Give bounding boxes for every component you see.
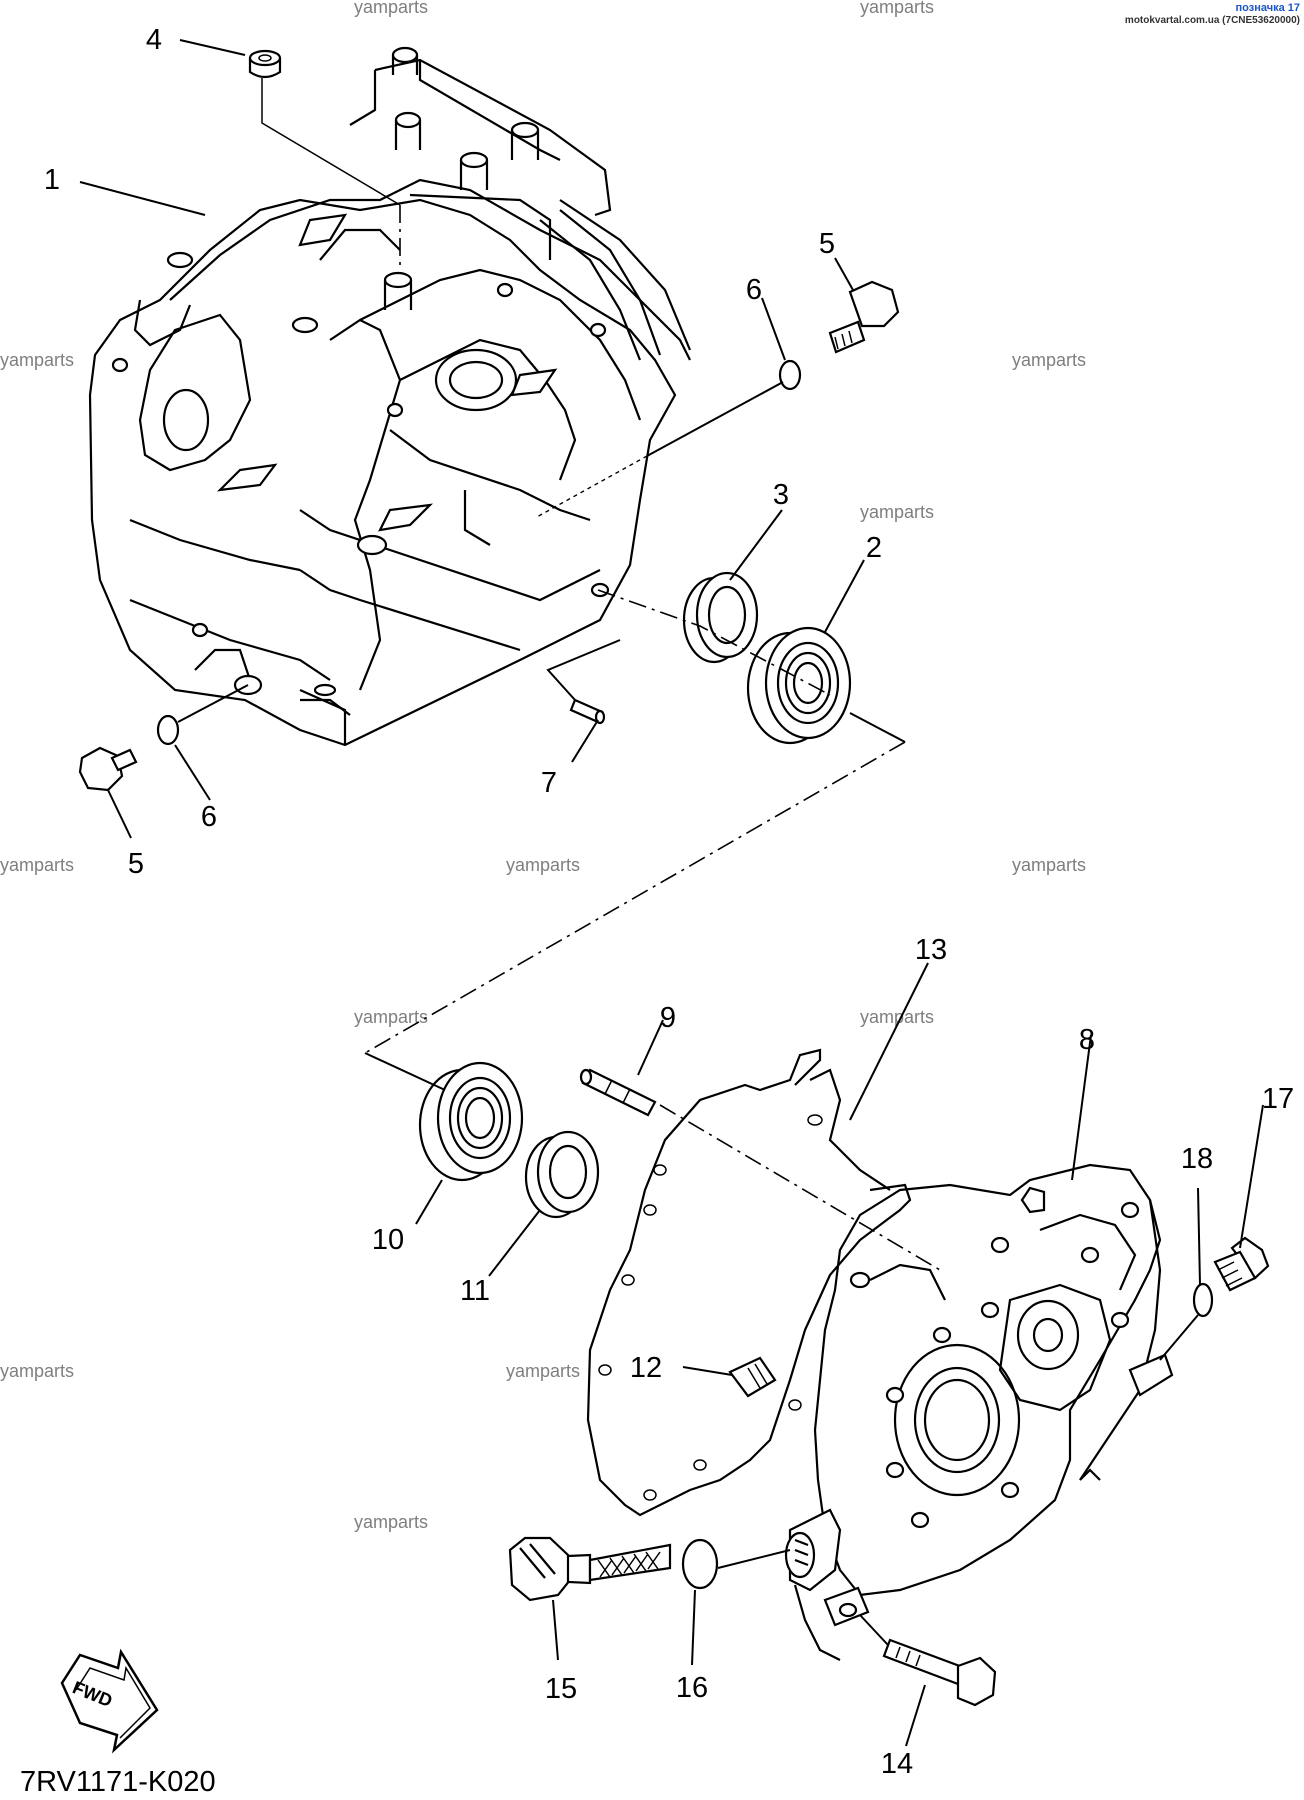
- watermark: yamparts: [0, 1361, 74, 1381]
- watermark: yamparts: [860, 1007, 934, 1027]
- watermark: yamparts: [354, 0, 428, 17]
- part-number-label: 3: [773, 479, 789, 511]
- part-number-label: 18: [1181, 1143, 1213, 1175]
- crankcase-cover: [784, 1163, 1174, 1661]
- watermark: yamparts: [354, 1512, 428, 1532]
- part-number-label: 6: [201, 801, 217, 833]
- diagram-code: 7RV1171-K020: [20, 1766, 216, 1798]
- watermark: yamparts: [1012, 350, 1086, 370]
- reference-label: позначка 17: [1236, 2, 1300, 14]
- part-number-label: 5: [128, 848, 144, 880]
- part-6-washer-upper: [778, 359, 802, 391]
- part-12-plug: [728, 1356, 777, 1398]
- part-7-dowel-pin: [569, 698, 606, 725]
- part-number-label: 11: [460, 1275, 490, 1307]
- watermark: yamparts: [1012, 855, 1086, 875]
- part-number-label: 13: [915, 934, 947, 966]
- part-number-label: 7: [541, 767, 557, 799]
- watermark: yamparts: [0, 350, 74, 370]
- watermark: yamparts: [860, 502, 934, 522]
- watermark: yamparts: [354, 1007, 428, 1027]
- part-number-label: 9: [660, 1002, 676, 1034]
- part-number-label: 12: [630, 1352, 662, 1384]
- watermark: yamparts: [0, 855, 74, 875]
- part-13-gasket: [586, 1048, 912, 1517]
- part-14-bolt: [882, 1638, 997, 1707]
- part-11-oil-seal: [524, 1130, 600, 1219]
- leader-lines: [79, 39, 1264, 1747]
- part-5-bolt-lower: [78, 746, 138, 792]
- part-number-label: 4: [146, 24, 162, 56]
- part-number-label: 6: [746, 274, 762, 306]
- watermark: yamparts: [506, 855, 580, 875]
- watermark: yamparts: [506, 1361, 580, 1381]
- part-10-bearing: [418, 1061, 524, 1182]
- part-6-washer-lower: [156, 714, 180, 746]
- fwd-arrow-icon: FWD: [60, 1648, 159, 1754]
- part-5-bolt-upper: [828, 280, 900, 354]
- part-number-label: 17: [1262, 1083, 1294, 1115]
- part-15-dipstick: [508, 1536, 672, 1602]
- part-number-label: 8: [1079, 1024, 1095, 1056]
- part-number-label: 14: [881, 1748, 913, 1780]
- part-labels: 4 1 5 6 3 2 7 6 5 13 9 8 17 18 10 11 12 …: [44, 24, 1294, 1780]
- part-number-label: 5: [819, 228, 835, 260]
- part-18-o-ring: [1192, 1282, 1214, 1318]
- part-number-label: 2: [866, 532, 882, 564]
- part-number-label: 1: [44, 164, 60, 196]
- part-17-filler-plug: [1213, 1236, 1270, 1292]
- part-9-pin: [579, 1068, 657, 1117]
- crankcase-upper: [88, 46, 692, 747]
- part-number-label: 16: [676, 1672, 708, 1704]
- part-2-bearing: [746, 626, 852, 745]
- part-number-label: 15: [545, 1673, 577, 1705]
- reference-source: motokvartal.com.ua (7CNE53620000): [1125, 15, 1300, 26]
- part-4-collar: [248, 49, 282, 79]
- part-16-o-ring: [681, 1538, 719, 1590]
- watermark: yamparts: [860, 0, 934, 17]
- part-3-oil-seal: [682, 571, 759, 664]
- part-number-label: 10: [372, 1224, 404, 1256]
